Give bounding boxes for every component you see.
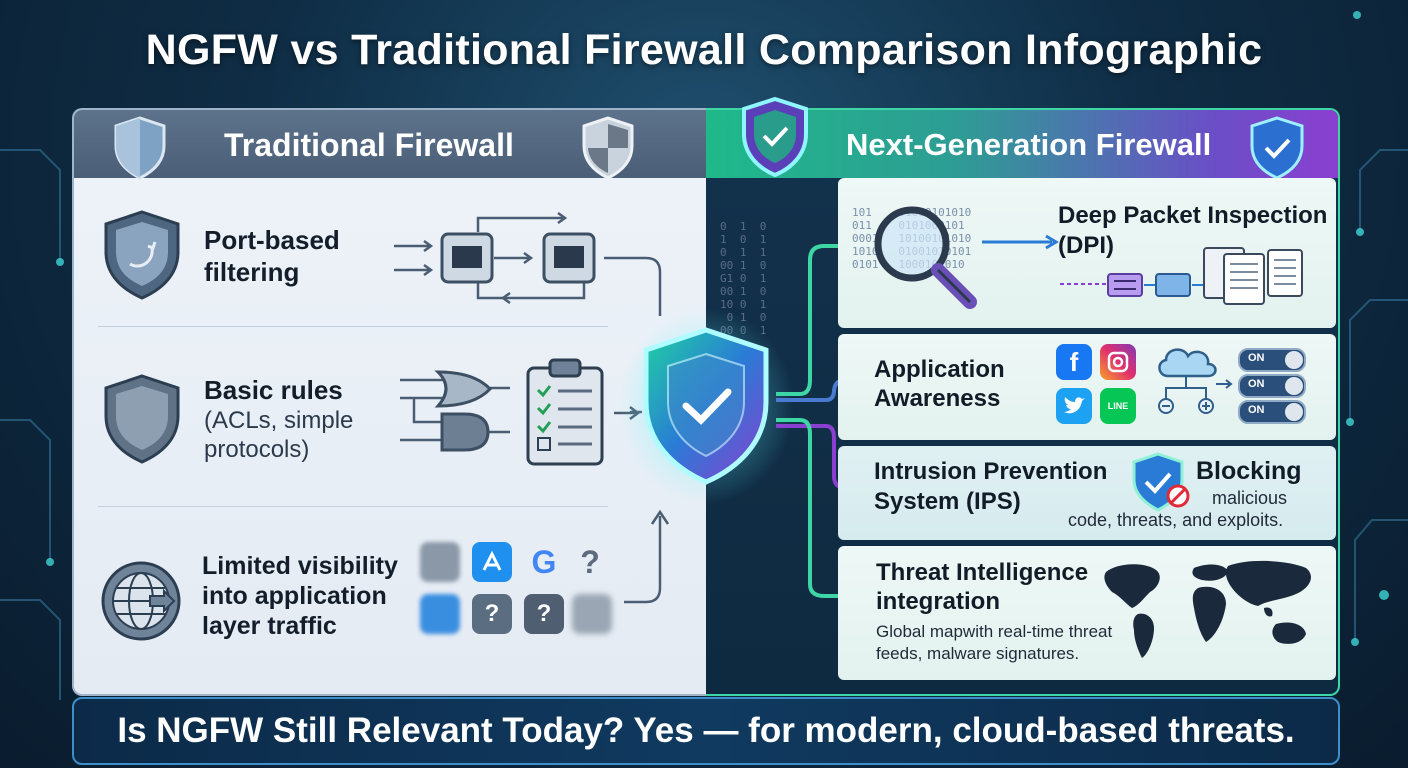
ngfw-header: Next-Generation Firewall (706, 110, 1338, 180)
divider (98, 326, 608, 327)
app-store-icon (472, 542, 512, 582)
feature-port-filtering-line2: filtering (204, 257, 300, 287)
instagram-glyph (1107, 351, 1129, 373)
port-flow-diagram (394, 211, 662, 316)
question-mark-icon: ? (524, 594, 564, 634)
card-threat-intel-title-line1: Threat Intelligence (876, 559, 1089, 586)
checkered-shield-icon (582, 116, 634, 180)
cloud-network-icon (1158, 348, 1233, 414)
feature-basic-rules-sub1: (ACLs, simple (204, 407, 354, 434)
flow-arrow (624, 509, 670, 604)
twitter-icon (1056, 388, 1092, 424)
toggle-knob (1285, 403, 1303, 421)
question-mark-icon: ? (472, 594, 512, 634)
ngfw-header-title: Next-Generation Firewall (846, 127, 1212, 162)
basic-rules-shield-icon (104, 374, 180, 464)
blurred-app-icon (572, 594, 612, 634)
card-app-awareness-title-line1: Application (874, 356, 1005, 383)
toggle-label: ON (1248, 378, 1265, 390)
binary-stream: 0 1 0 1 0 1 0 1 1 00 1 0 G1 0 1 00 1 0 1… (720, 220, 767, 337)
card-app-awareness-title-line2: Awareness (874, 385, 1001, 412)
card-ips-desc-line2: code, threats, and exploits. (1068, 510, 1284, 530)
world-map-icon (1104, 560, 1311, 658)
traditional-firewall-panel: Traditional Firewall Port-based filterin… (72, 108, 708, 696)
toggle-switch-1[interactable]: ON (1238, 348, 1306, 372)
page-title: NGFW vs Traditional Firewall Comparison … (145, 26, 1263, 74)
toggle-label: ON (1248, 404, 1265, 416)
feature-limited-visibility-line1: Limited visibility (202, 552, 398, 580)
question-mark-icon: ? (580, 543, 600, 580)
blurred-app-icon (420, 542, 460, 582)
magnifier-icon (874, 206, 977, 309)
toggle-knob (1285, 377, 1303, 395)
divider (98, 506, 608, 507)
card-dpi-title-line2: (DPI) (1058, 232, 1114, 259)
facebook-icon: f (1056, 344, 1092, 380)
traditional-header-title: Traditional Firewall (224, 127, 514, 163)
feature-basic-rules-sub2: protocols) (204, 436, 310, 463)
toggle-switch-3[interactable]: ON (1238, 400, 1306, 424)
google-icon: G (531, 543, 557, 580)
checklist-clipboard-icon (526, 358, 604, 466)
shield-icon (114, 116, 166, 180)
card-ips (838, 446, 1336, 540)
card-ips-badge: Blocking (1196, 457, 1302, 485)
app-store-glyph (482, 550, 502, 571)
feature-limited-visibility-line2: into application (202, 582, 387, 610)
instagram-icon (1100, 344, 1136, 380)
card-dpi-title-line1: Deep Packet Inspection (1058, 202, 1328, 229)
central-shield-icon (618, 308, 794, 504)
toggle-switch-2[interactable]: ON (1238, 374, 1306, 398)
bottom-banner: Is NGFW Still Relevant Today? Yes — for … (72, 697, 1340, 765)
twitter-bird-glyph (1064, 397, 1085, 414)
toggle-label: ON (1248, 352, 1265, 364)
toggle-knob (1285, 351, 1303, 369)
packet-pipeline-diagram (1060, 247, 1303, 305)
ngfw-glowing-shield-icon (742, 96, 808, 178)
card-threat-intel-desc-line2: feeds, malware signatures. (876, 644, 1080, 663)
card-threat-intel-desc-line1: Global mapwith real-time threat (876, 622, 1113, 641)
feature-limited-visibility-line3: layer traffic (202, 612, 337, 640)
card-threat-intel-title-line2: integration (876, 588, 1000, 615)
ips-shield-block-icon (1132, 452, 1190, 512)
port-filter-shield-icon (104, 210, 180, 300)
globe-icon (101, 561, 181, 641)
banner-text: Is NGFW Still Relevant Today? Yes — for … (117, 711, 1295, 750)
line-app-icon: LINE (1100, 388, 1136, 424)
arrow-right-icon (982, 234, 1059, 250)
shield-check-icon (1250, 116, 1304, 180)
card-ips-title-line1: Intrusion Prevention (874, 458, 1108, 485)
blurred-app-icon (420, 594, 460, 634)
card-ips-desc-line1: malicious (1212, 488, 1288, 508)
card-ips-title-line2: System (IPS) (874, 488, 1021, 515)
feature-basic-rules-title: Basic rules (204, 375, 343, 405)
feature-port-filtering-line1: Port-based (204, 225, 340, 255)
traditional-header: Traditional Firewall (74, 110, 708, 180)
logic-gates-diagram (400, 370, 642, 452)
